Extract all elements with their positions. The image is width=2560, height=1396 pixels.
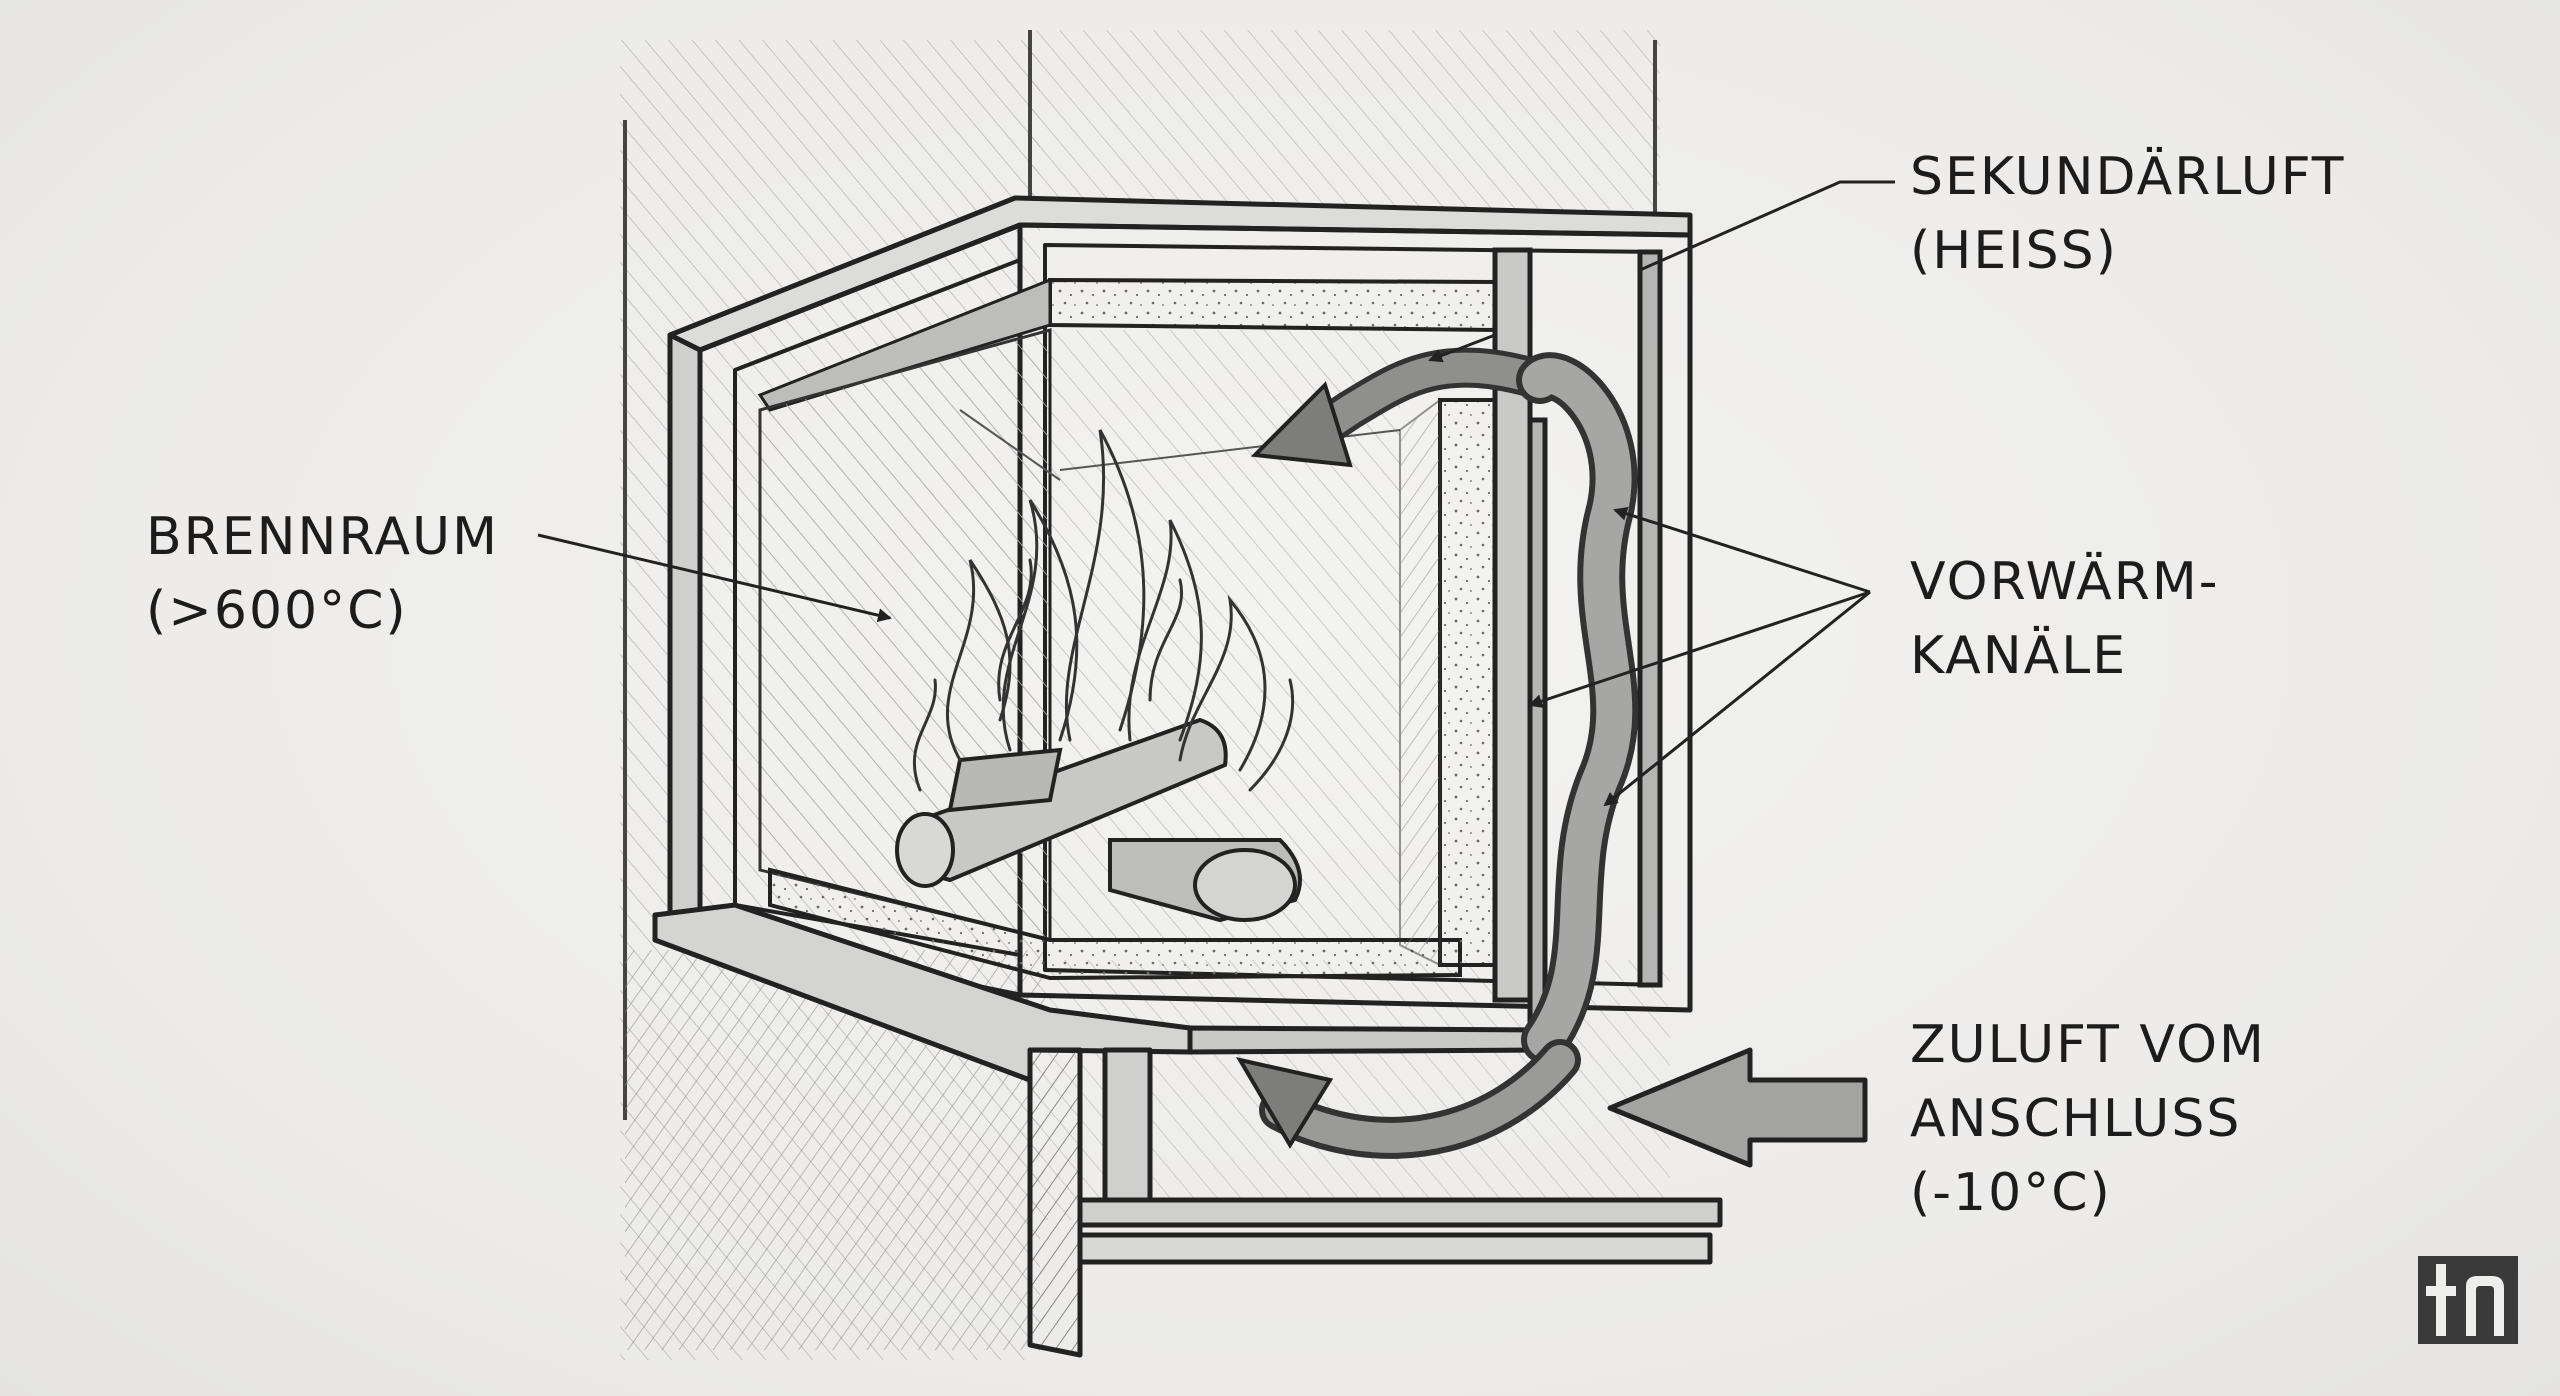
firewood-logs <box>895 717 1302 923</box>
label-secondary-air-line1: SEKUNDÄRLUFT <box>1910 147 2346 207</box>
bottom-intake-arrow <box>1235 1039 1581 1159</box>
label-secondary-air: SEKUNDÄRLUFT (HEISS) <box>1910 140 2346 288</box>
hearth-plate <box>652 902 1723 1358</box>
label-supply-air-line3: (-10°C) <box>1910 1163 2112 1223</box>
preheat-channel <box>1516 352 1639 1064</box>
label-supply-air: ZULUFT VOM ANSCHLUSS (-10°C) <box>1910 1008 2266 1230</box>
leader-lines <box>537 180 1895 807</box>
label-preheat-channels: VORWÄRM- KANÄLE <box>1910 545 2220 693</box>
inlet-arrow <box>1607 1047 1868 1168</box>
label-supply-air-line2: ANSCHLUSS <box>1910 1089 2242 1149</box>
label-secondary-air-line2: (HEISS) <box>1910 221 2118 281</box>
secondary-air-arrow <box>1250 333 1560 468</box>
label-preheat-channels-line1: VORWÄRM- <box>1910 552 2220 612</box>
label-preheat-channels-line2: KANÄLE <box>1910 626 2128 686</box>
label-supply-air-line1: ZULUFT VOM <box>1910 1015 2266 1075</box>
label-combustion-chamber-line1: BRENNRAUM <box>146 507 499 567</box>
label-combustion-chamber-line2: (>600°C) <box>146 581 408 641</box>
top-baffle <box>757 277 1497 412</box>
logo-icon <box>2418 1256 2518 1344</box>
label-combustion-chamber: BRENNRAUM (>600°C) <box>146 500 499 648</box>
flames <box>913 429 1295 792</box>
air-channel-walls <box>1187 247 1663 1055</box>
